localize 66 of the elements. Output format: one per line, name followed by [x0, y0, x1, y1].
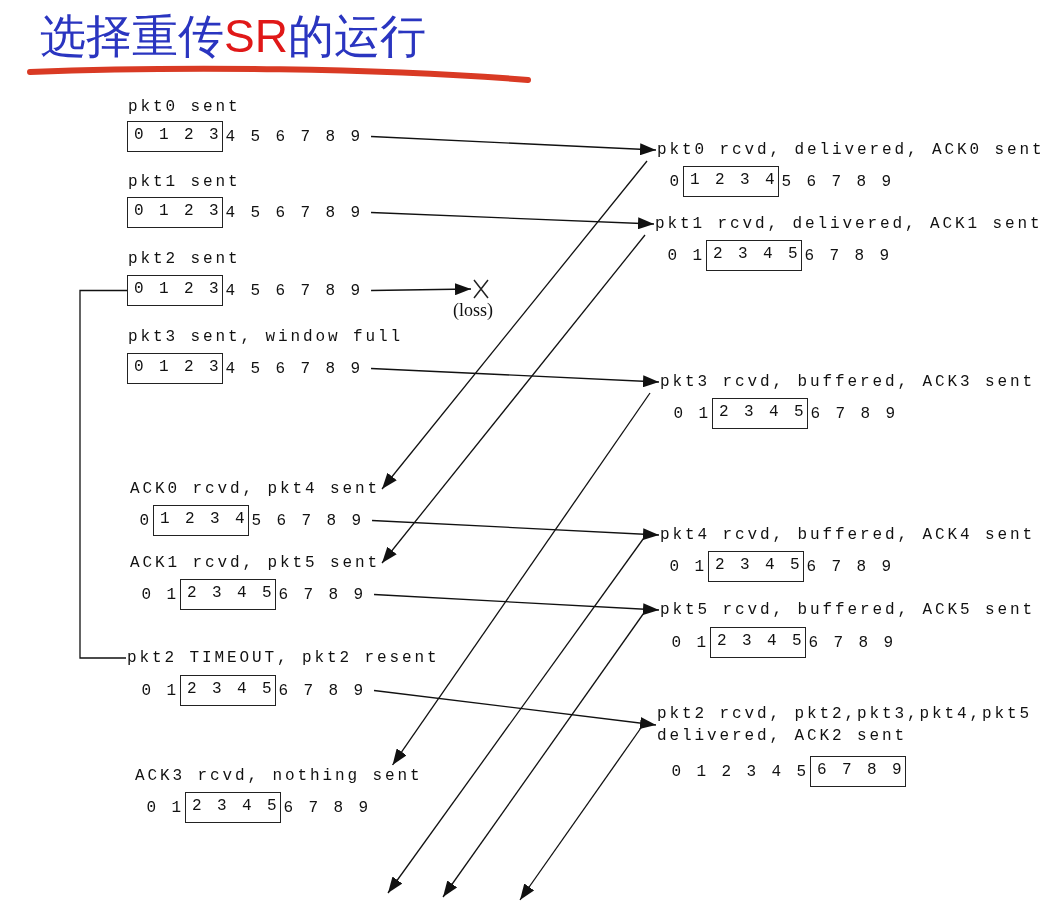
sequence-numbers: 6 7 8 9 — [278, 680, 367, 702]
event-label: pkt0 rcvd, delivered, ACK0 sent — [657, 139, 1045, 161]
timeout-line — [79, 289, 128, 659]
sequence-numbers: 4 5 6 7 8 9 — [225, 280, 364, 302]
arrow — [519, 724, 644, 901]
sender-window: 0 1 2 3 — [127, 121, 223, 152]
event-label: pkt2 TIMEOUT, pkt2 resent — [127, 647, 440, 669]
event-label: pkt0 sent — [128, 96, 241, 118]
sender-window: 0 1 2 3 — [127, 275, 223, 306]
sequence-numbers: 0 1 — [673, 403, 711, 425]
sequence-numbers: 6 7 8 9 — [804, 245, 893, 267]
arrow — [381, 160, 648, 490]
sender-window: 2 3 4 5 — [180, 675, 276, 706]
event-label: pkt5 rcvd, buffered, ACK5 sent — [660, 599, 1036, 621]
sequence-numbers: 5 6 7 8 9 — [781, 171, 895, 193]
arrow — [371, 519, 660, 541]
sequence-numbers: 6 7 8 9 — [806, 556, 895, 578]
sender-window: 2 3 4 5 — [185, 792, 281, 823]
sequence-numbers: 6 7 8 9 — [283, 797, 372, 819]
event-label: pkt1 sent — [128, 171, 241, 193]
sequence-numbers: 0 1 — [671, 632, 709, 654]
loss-cross-mark — [472, 278, 490, 300]
sequence-numbers: 6 7 8 9 — [808, 632, 897, 654]
event-label: ACK1 rcvd, pkt5 sent — [130, 552, 381, 574]
arrow — [370, 367, 660, 388]
sender-window: 2 3 4 5 — [180, 579, 276, 610]
receiver-window: 2 3 4 5 — [708, 551, 804, 582]
event-label: pkt1 rcvd, delivered, ACK1 sent — [655, 213, 1043, 235]
sequence-numbers: 0 1 — [669, 556, 707, 578]
sequence-numbers: 4 5 6 7 8 9 — [225, 202, 364, 224]
sequence-numbers: 0 1 — [141, 680, 179, 702]
receiver-window: 2 3 4 5 — [706, 240, 802, 271]
sequence-numbers: 0 1 — [146, 797, 184, 819]
sequence-numbers: 0 — [139, 510, 152, 532]
receiver-window: 6 7 8 9 — [810, 756, 906, 787]
slide-title: 选择重传SR的运行 — [40, 8, 426, 65]
sequence-numbers: 6 7 8 9 — [810, 403, 899, 425]
arrow — [370, 135, 657, 156]
arrow — [391, 392, 651, 766]
sender-window: 0 1 2 3 — [127, 197, 223, 228]
sequence-numbers: 4 5 6 7 8 9 — [225, 358, 364, 380]
event-label: pkt3 sent, window full — [128, 326, 404, 348]
arrow — [381, 234, 646, 564]
sequence-numbers: 6 7 8 9 — [278, 584, 367, 606]
event-label: ACK3 rcvd, nothing sent — [135, 765, 423, 787]
sequence-numbers: 5 6 7 8 9 — [251, 510, 365, 532]
event-label: pkt2 rcvd, pkt2,pkt3,pkt4,pkt5 delivered, ACK2 sent — [657, 703, 1057, 747]
event-label: pkt3 rcvd, buffered, ACK3 sent — [660, 371, 1036, 393]
sequence-numbers: 0 1 2 3 4 5 — [671, 761, 809, 783]
sequence-numbers: 0 — [669, 171, 682, 193]
receiver-window: 2 3 4 5 — [712, 398, 808, 429]
sequence-numbers: 4 5 6 7 8 9 — [225, 126, 364, 148]
event-label: pkt4 rcvd, buffered, ACK4 sent — [660, 524, 1036, 546]
sender-window: 1 2 3 4 — [153, 505, 249, 536]
receiver-window: 2 3 4 5 — [710, 627, 806, 658]
sequence-numbers: 0 1 — [667, 245, 705, 267]
sender-window: 0 1 2 3 — [127, 353, 223, 384]
receiver-window: 1 2 3 4 — [683, 166, 779, 197]
arrow — [370, 283, 472, 296]
event-label: ACK0 rcvd, pkt4 sent — [130, 478, 381, 500]
sequence-numbers: 0 1 — [141, 584, 179, 606]
arrow — [373, 689, 657, 729]
arrow — [373, 593, 660, 616]
loss-label: (loss) — [453, 300, 493, 321]
event-label: pkt2 sent — [128, 248, 241, 270]
arrow — [370, 211, 655, 230]
